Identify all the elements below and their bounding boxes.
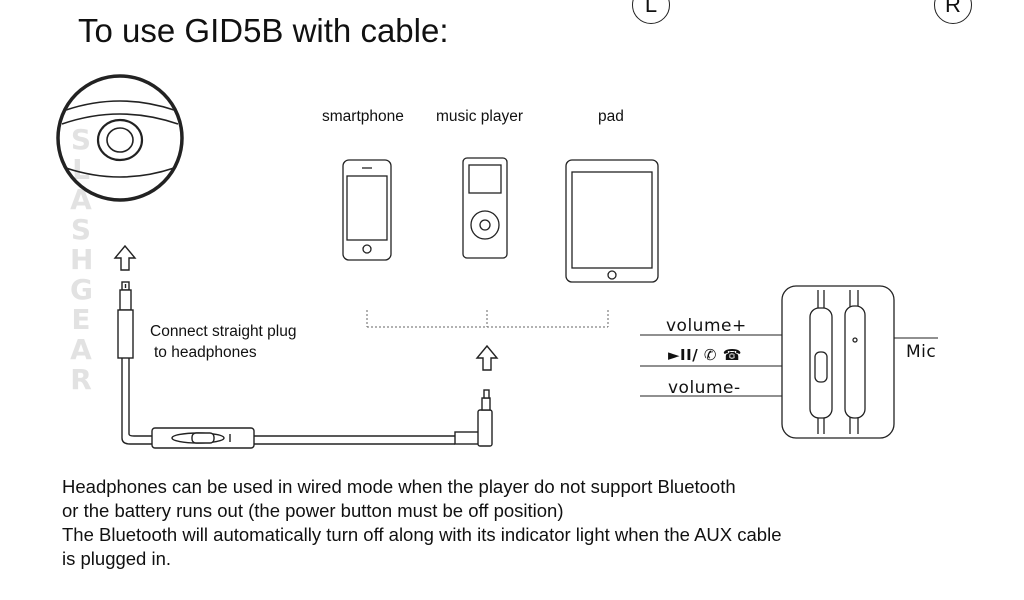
page-title: To use GID5B with cable: (78, 12, 449, 49)
paragraph-1-line-2: or the battery runs out (the power butto… (62, 500, 564, 521)
device-bracket (366, 310, 609, 328)
up-arrow-icon (113, 244, 137, 271)
headphone-jack-closeup (56, 74, 184, 202)
device-label-pad: pad (598, 108, 624, 125)
cable-note-line2: to headphones (154, 344, 257, 361)
paragraph-2-line-2: is plugged in. (62, 548, 172, 569)
cable-note-line1: Connect straight plug (150, 323, 297, 340)
device-label-music-player: music player (436, 108, 523, 125)
music-player-illustration (462, 157, 508, 259)
play-call-label: ►II/ ✆ ☎ (668, 346, 742, 364)
device-label-smartphone: smartphone (322, 108, 404, 125)
aux-cable (117, 281, 493, 449)
up-arrow-icon (475, 344, 499, 371)
remote-closeup (781, 285, 895, 439)
smartphone-illustration (342, 159, 392, 261)
call-end-icon: ☎ (722, 346, 742, 364)
mic-label: Mic (906, 342, 937, 362)
paragraph-1-line-1: Headphones can be used in wired mode whe… (62, 476, 736, 497)
call-answer-icon: ✆ (703, 346, 717, 364)
volume-up-label: volume+ (666, 316, 747, 336)
play-pause-label: ►II/ (668, 346, 699, 364)
pad-illustration (565, 159, 659, 283)
volume-down-label: volume- (668, 378, 741, 398)
paragraph-2-line-1: The Bluetooth will automatically turn of… (62, 524, 782, 545)
